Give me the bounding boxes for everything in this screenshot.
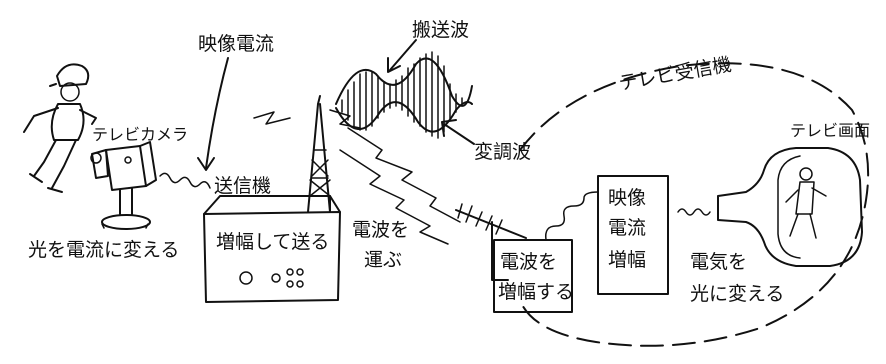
tv-receiver-boundary	[519, 62, 870, 347]
transmitter-label: 送信機	[214, 175, 271, 197]
video-current-label: 映像電流	[198, 33, 274, 55]
carry-radio-label-1: 電波を	[352, 219, 409, 241]
tv-receiver-label: テレビ受信機	[617, 53, 733, 94]
light-to-current-label: 光を電流に変える	[28, 239, 179, 261]
radio-path-zigzag-1	[339, 149, 449, 245]
tube-squiggle-cable	[677, 208, 711, 216]
camera-squiggle-cable	[159, 172, 211, 189]
amp-radio-box	[493, 239, 573, 313]
tv-screen-label: テレビ画面	[790, 121, 870, 140]
elec-light-label-2: 光に変える	[690, 283, 784, 305]
video-amp-label-1: 映像	[608, 187, 646, 209]
broadcast-zigzag-1	[253, 111, 291, 125]
video-amp-box	[597, 175, 669, 295]
video-amp-label-3: 増幅	[608, 249, 646, 271]
carry-radio-label-2: 運ぶ	[364, 249, 402, 271]
modulated-wave-arrow	[443, 123, 475, 145]
antenna-tower	[307, 95, 331, 213]
amplify-send-label: 増幅して送る	[216, 231, 329, 253]
broadcast-zigzag-2	[329, 109, 361, 129]
tv-camera-label: テレビカメラ	[92, 125, 188, 144]
carrier-wave	[335, 51, 473, 139]
tv-camera	[90, 141, 157, 230]
modulated-wave-label: 変調波	[474, 141, 531, 163]
carrier-wave-arrow	[389, 39, 417, 71]
elec-light-label-1: 電気を	[690, 251, 747, 273]
video-current-arrow	[205, 57, 229, 169]
picture-tube	[717, 147, 863, 267]
amp-radio-label-2: 増幅する	[498, 281, 574, 303]
video-amp-label-2: 電流	[608, 217, 646, 239]
amp-radio-label-1: 電波を	[500, 251, 557, 273]
receiving-antenna	[455, 203, 527, 281]
radio-path-zigzag-2	[347, 127, 461, 223]
baseball-player-figure	[23, 63, 97, 193]
inner-squiggle-cable	[544, 191, 599, 241]
carrier-wave-label: 搬送波	[412, 19, 469, 41]
